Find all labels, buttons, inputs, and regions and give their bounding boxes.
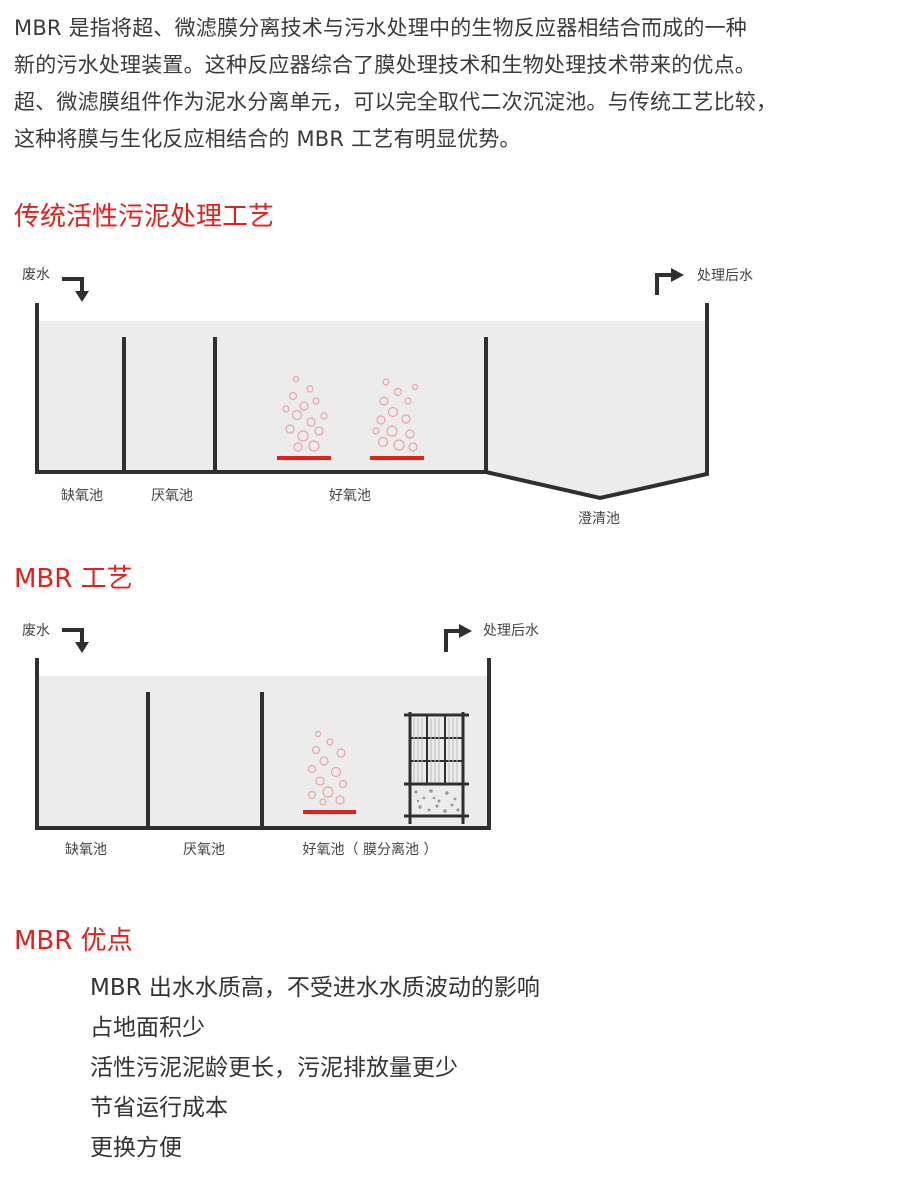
- outlet-label: 处理后水: [483, 623, 539, 639]
- zone-label-anoxic: 缺氧池: [61, 488, 103, 504]
- intro-line: 新的污水处理装置。这种反应器综合了膜处理技术和生物处理技术带来的优点。: [14, 53, 756, 77]
- inlet-arrow-icon: [62, 628, 89, 653]
- list-item: 更换方便: [90, 1135, 182, 1161]
- zone-label-aerobic-membrane: 好氧池（ 膜分离池 ）: [303, 841, 438, 858]
- zone-label-aerobic: 好氧池: [329, 488, 371, 504]
- outlet-arrow-icon: [655, 268, 684, 295]
- outlet-label: 处理后水: [697, 268, 753, 284]
- aeration-bubbles-icon: [282, 375, 419, 452]
- inlet-label: 废水: [22, 267, 50, 283]
- zone-label-clarifier: 澄清池: [578, 511, 620, 527]
- zone-label-anaerobic: 厌氧池: [151, 488, 193, 504]
- intro-paragraph: MBR 是指将超、微滤膜分离技术与污水处理中的生物反应器相结合而成的一种 新的污…: [14, 10, 894, 158]
- water-fill: [37, 321, 707, 498]
- list-item: 占地面积少: [90, 1015, 205, 1041]
- intro-line: MBR 是指将超、微滤膜分离技术与污水处理中的生物反应器相结合而成的一种: [14, 16, 747, 40]
- zone-label-anaerobic: 厌氧池: [183, 842, 225, 858]
- inlet-arrow-icon: [62, 277, 89, 302]
- aeration-bubbles-icon: [307, 730, 348, 806]
- advantages-list: MBR 出水水质高，不受进水水质波动的影响 占地面积少 活性污泥泥龄更长，污泥排…: [90, 968, 540, 1168]
- traditional-process-title: 传统活性污泥处理工艺: [14, 202, 275, 232]
- mbr-advantages-title: MBR 优点: [14, 926, 133, 956]
- tank-outline: [35, 303, 709, 501]
- intro-line: 这种将膜与生化反应相结合的 MBR 工艺有明显优势。: [14, 127, 521, 151]
- traditional-process-diagram: 废水 处理后水 缺氧池 厌氧池 好氧池 澄清池: [22, 267, 753, 527]
- inlet-label: 废水: [22, 623, 50, 639]
- mbr-process-diagram: 废水 处理后水: [22, 623, 539, 858]
- outlet-arrow-icon: [444, 624, 472, 652]
- list-item: MBR 出水水质高，不受进水水质波动的影响: [90, 975, 540, 1001]
- list-item: 节省运行成本: [90, 1095, 228, 1121]
- list-item: 活性污泥泥龄更长，污泥排放量更少: [90, 1055, 458, 1081]
- membrane-module-icon: [404, 712, 469, 824]
- mbr-process-title: MBR 工艺: [14, 564, 133, 594]
- intro-line: 超、微滤膜组件作为泥水分离单元，可以完全取代二次沉淀池。与传统工艺比较，: [14, 90, 778, 114]
- zone-label-anoxic: 缺氧池: [65, 842, 107, 858]
